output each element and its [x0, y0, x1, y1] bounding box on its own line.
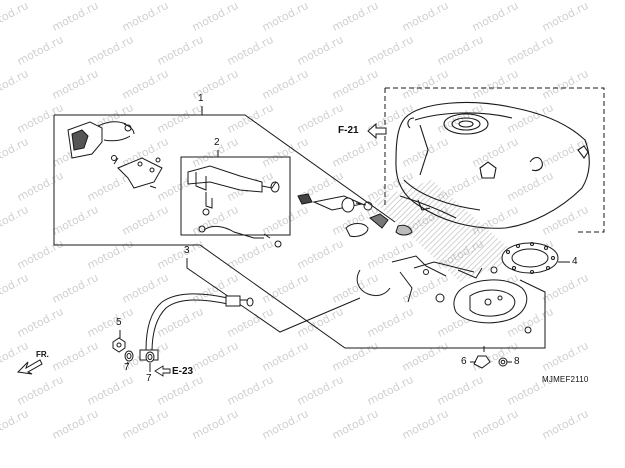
small-fasteners-right: [470, 346, 512, 369]
fuel-tank: [395, 101, 590, 229]
transfer-hatch: [372, 180, 520, 282]
e23-arrow-icon: [154, 365, 171, 377]
assembly-1-border: [53, 115, 546, 349]
pump-connector-part: [67, 121, 135, 159]
fuel-pump-part: [274, 193, 413, 248]
callout-6: 6: [461, 356, 467, 367]
small-fasteners-left: [112, 330, 155, 372]
callout-1: 1: [198, 93, 204, 104]
assembly-1-border-top: [54, 114, 396, 223]
callout-8: 8: [514, 356, 520, 367]
callout-5: 5: [116, 317, 122, 328]
ref-e23: E-23: [172, 366, 194, 377]
callout-3: 3: [184, 245, 190, 256]
callout-7-right: 7: [146, 373, 152, 384]
f21-arrow-icon: [367, 122, 387, 140]
callout-7-left: 7: [124, 362, 130, 373]
bracket-part: [111, 155, 163, 189]
tank-box-top: [385, 87, 605, 233]
fuel-hose: [139, 293, 254, 361]
ref-f21: F-21: [338, 125, 359, 136]
diagram-code: MJMEF2110: [542, 375, 589, 384]
callout-2: 2: [214, 137, 220, 148]
front-arrow-icon: [16, 359, 43, 375]
regulator-part: [187, 165, 280, 239]
gasket-ring: [501, 242, 570, 274]
assembly-2-box: [180, 156, 291, 236]
front-label: FR.: [36, 350, 49, 359]
pump-base-plate: [453, 266, 532, 334]
fuel-level-sender: [356, 255, 475, 303]
callout-4: 4: [572, 256, 578, 267]
